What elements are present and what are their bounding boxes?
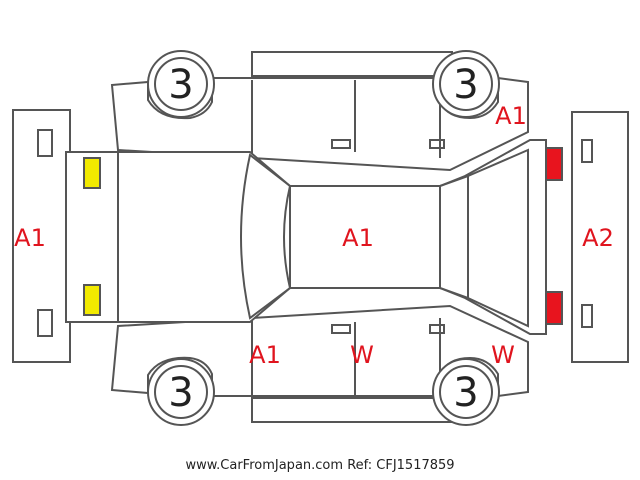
footer-site: www.CarFromJapan.com	[185, 458, 344, 473]
damage-left-rear-fender: W	[491, 341, 515, 369]
rear-lamp-lower	[545, 291, 563, 325]
damage-roof: A1	[342, 224, 374, 252]
front-bumper	[12, 109, 71, 363]
wheel-front-right-label: 3	[168, 62, 193, 108]
rear-bumper	[571, 111, 629, 363]
damage-right-rear-fender: A1	[495, 102, 527, 130]
wheel-front-left-label: 3	[168, 370, 193, 416]
wheel-rear-right-label: 3	[453, 62, 478, 108]
damage-rear-bumper: A2	[582, 224, 614, 252]
footer-watermark: www.CarFromJapan.com Ref: CFJ1517859	[0, 458, 640, 473]
damage-left-front-door: A1	[249, 341, 281, 369]
wheel-front-right: 3	[147, 50, 215, 118]
right-side-panel	[110, 51, 529, 172]
wheel-rear-right: 3	[432, 50, 500, 118]
wheel-front-left: 3	[147, 358, 215, 426]
wheel-rear-left-label: 3	[453, 370, 478, 416]
rear-lamp-upper	[545, 147, 563, 181]
front-lamp-lower	[83, 284, 101, 316]
car-body-top-view	[65, 139, 547, 335]
damage-front-bumper: A1	[14, 224, 46, 252]
footer-ref: Ref: CFJ1517859	[347, 458, 455, 473]
front-lamp-upper	[83, 157, 101, 189]
wheel-rear-left: 3	[432, 358, 500, 426]
damage-left-rear-door: W	[350, 341, 374, 369]
